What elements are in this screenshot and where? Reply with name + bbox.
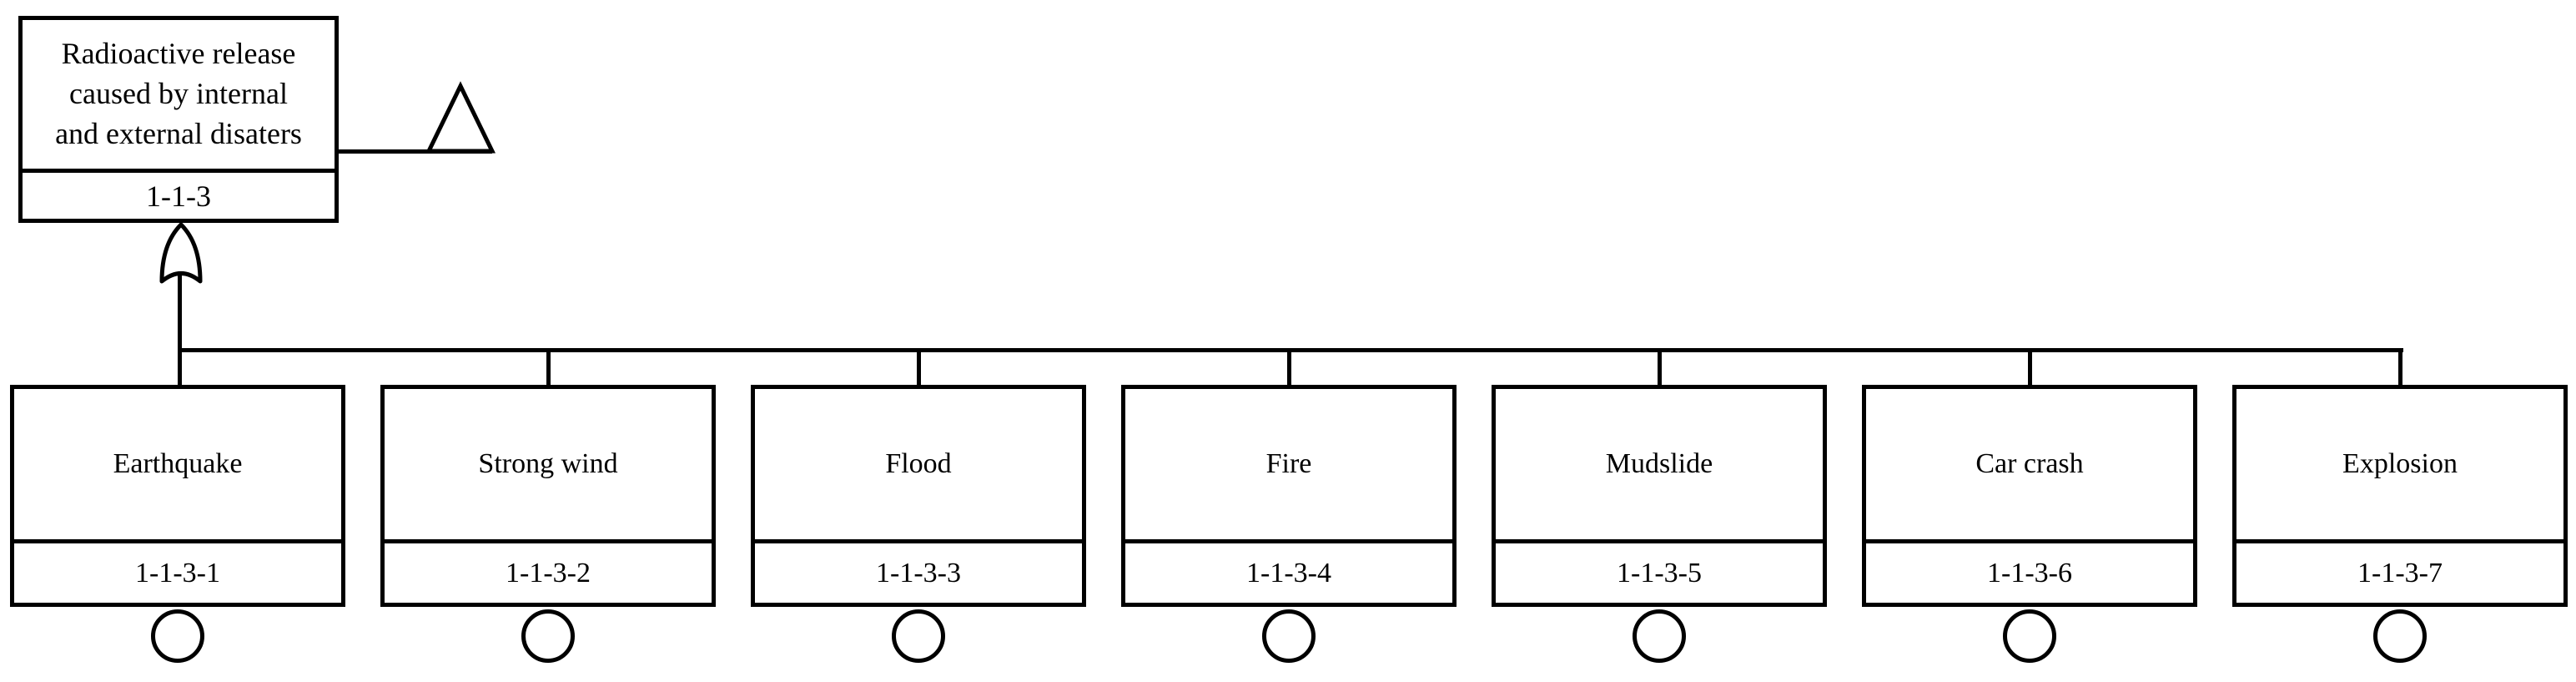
- basic-event-circle-icon: [892, 609, 945, 663]
- basic-event-circle-icon: [1262, 609, 1316, 663]
- basic-event-circle-icon: [2373, 609, 2427, 663]
- basic-event-code: 1-1-3-4: [1125, 539, 1452, 603]
- drop-line: [546, 348, 551, 385]
- drop-line: [2028, 348, 2032, 385]
- top-event-code: 1-1-3: [23, 169, 335, 219]
- basic-event-box-7: Explosion 1-1-3-7: [2232, 385, 2568, 607]
- basic-event-label: Mudslide: [1605, 448, 1713, 479]
- basic-event-code: 1-1-3-2: [385, 539, 712, 603]
- drop-line: [1287, 348, 1291, 385]
- basic-event-code: 1-1-3-7: [2236, 539, 2563, 603]
- basic-event-box-5: Mudslide 1-1-3-5: [1492, 385, 1827, 607]
- basic-event-code: 1-1-3-6: [1866, 539, 2193, 603]
- basic-event-label: Flood: [885, 448, 952, 479]
- drop-line: [2398, 348, 2402, 385]
- basic-event-circle-icon: [151, 609, 204, 663]
- or-gate-icon: [159, 222, 203, 284]
- transfer-line: [339, 149, 492, 154]
- top-event-label: Radioactive release caused by internal a…: [55, 37, 302, 150]
- basic-event-code: 1-1-3-3: [755, 539, 1082, 603]
- basic-event-label: Car crash: [1975, 448, 2084, 479]
- top-event-box: Radioactive release caused by internal a…: [18, 16, 339, 223]
- basic-event-circle-icon: [521, 609, 575, 663]
- basic-event-label: Strong wind: [478, 448, 618, 479]
- basic-event-box-1: Earthquake 1-1-3-1: [10, 385, 345, 607]
- drop-line: [917, 348, 921, 385]
- branch-connector-line: [179, 348, 2403, 352]
- basic-event-label: Fire: [1265, 448, 1312, 479]
- basic-event-circle-icon: [1633, 609, 1686, 663]
- basic-event-label: Explosion: [2342, 448, 2458, 479]
- basic-event-box-2: Strong wind 1-1-3-2: [380, 385, 716, 607]
- gate-stem-line: [178, 275, 182, 385]
- basic-event-box-4: Fire 1-1-3-4: [1121, 385, 1457, 607]
- basic-event-label: Earthquake: [113, 448, 243, 479]
- drop-line: [1658, 348, 1662, 385]
- basic-event-box-3: Flood 1-1-3-3: [751, 385, 1086, 607]
- basic-event-box-6: Car crash 1-1-3-6: [1862, 385, 2197, 607]
- basic-event-code: 1-1-3-5: [1496, 539, 1823, 603]
- basic-event-code: 1-1-3-1: [14, 539, 341, 603]
- basic-event-circle-icon: [2003, 609, 2056, 663]
- transfer-triangle-icon: [425, 81, 496, 154]
